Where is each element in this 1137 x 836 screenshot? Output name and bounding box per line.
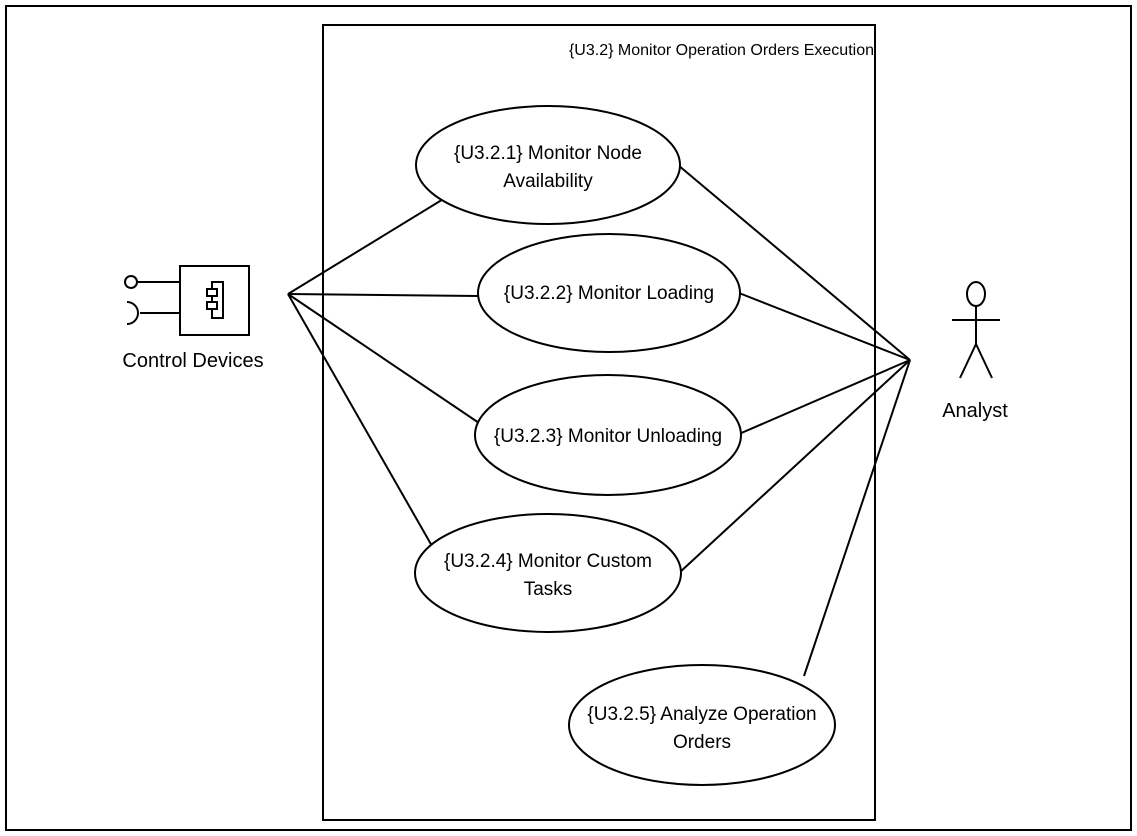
use-case-ellipse xyxy=(568,664,836,786)
use-case-label-line-2: Tasks xyxy=(524,579,573,600)
outer-frame xyxy=(5,5,1132,831)
actor-analyst: Analyst xyxy=(942,281,1008,422)
association-analyst-u3-2-4 xyxy=(678,359,911,574)
association-analyst-u3-2-1 xyxy=(677,164,911,361)
use-case-u3-2-1: {U3.2.1} Monitor Node Availability xyxy=(415,105,681,225)
actor-label-analyst: Analyst xyxy=(942,400,1008,422)
system-boundary: {U3.2} Monitor Operation Orders Executio… xyxy=(322,24,876,821)
association-control-devices-u3-2-3 xyxy=(287,293,483,426)
association-control-devices-u3-2-1 xyxy=(287,197,446,295)
association-control-devices-u3-2-4 xyxy=(287,293,433,547)
use-case-u3-2-3: {U3.2.3} Monitor Unloading xyxy=(474,374,742,496)
system-title: {U3.2} Monitor Operation Orders Executio… xyxy=(569,42,874,59)
association-analyst-u3-2-3 xyxy=(738,359,911,435)
use-case-ellipse xyxy=(474,374,742,496)
actor-label-control-devices: Control Devices xyxy=(122,350,263,372)
use-case-label-line-1: {U3.2.5} Analyze Operation xyxy=(587,704,816,725)
stick-figure-icon xyxy=(952,281,1000,379)
use-case-label-line-1: {U3.2.4} Monitor Custom xyxy=(444,551,652,572)
use-case-ellipse xyxy=(414,513,682,633)
use-case-u3-2-4: {U3.2.4} Monitor Custom Tasks xyxy=(414,513,682,633)
component-icon xyxy=(124,265,250,336)
system-boundary-box xyxy=(322,24,876,821)
use-case-label-line-1: {U3.2.3} Monitor Unloading xyxy=(494,426,722,447)
use-case-label-line-2: Orders xyxy=(673,732,731,753)
associations xyxy=(287,164,911,677)
use-case-ellipse xyxy=(477,233,741,353)
use-case-label-line-1: {U3.2.2} Monitor Loading xyxy=(504,283,714,304)
association-analyst-u3-2-2 xyxy=(738,292,911,361)
actor-control-devices: Control Devices xyxy=(122,265,264,372)
use-case-label-line-1: {U3.2.1} Monitor Node xyxy=(454,143,642,164)
association-analyst-u3-2-5 xyxy=(803,359,911,677)
use-case-ellipse xyxy=(415,105,681,225)
use-case-u3-2-2: {U3.2.2} Monitor Loading xyxy=(477,233,741,353)
use-case-u3-2-5: {U3.2.5} Analyze Operation Orders xyxy=(568,664,836,786)
association-control-devices-u3-2-2 xyxy=(287,293,479,297)
use-case-label-line-2: Availability xyxy=(503,171,593,192)
